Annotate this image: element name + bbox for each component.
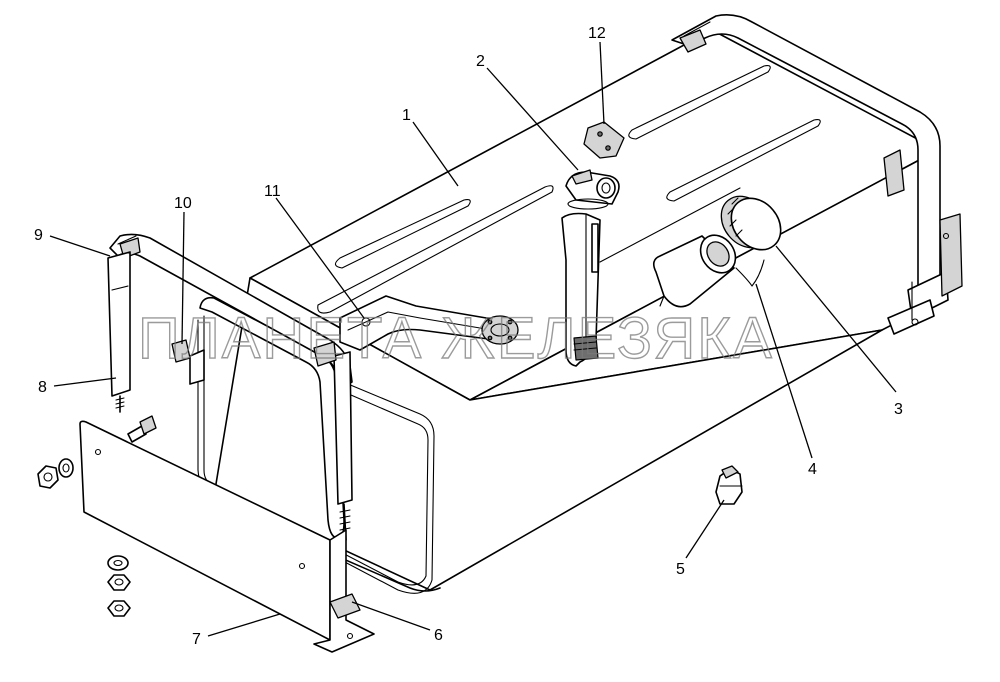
hex-nut	[37, 465, 59, 489]
callout-8: 8	[38, 379, 47, 396]
spacer-block	[171, 339, 205, 385]
drain-plug	[715, 465, 743, 505]
fasteners	[37, 415, 157, 617]
callout-10: 10	[174, 195, 192, 212]
callout-1: 1	[402, 107, 411, 124]
callout-4: 4	[808, 461, 817, 478]
right-clamp-strap	[671, 14, 963, 335]
washer	[58, 458, 74, 478]
washer-stack	[107, 555, 131, 617]
left-clamp-strap	[107, 233, 435, 594]
sender-bracket	[339, 295, 519, 351]
callout-7: 7	[192, 631, 201, 648]
callout-12: 12	[588, 25, 606, 42]
callout-6: 6	[434, 627, 443, 644]
fuel-level-sender	[561, 169, 620, 367]
filler-cap	[720, 195, 782, 251]
callout-11: 11	[264, 183, 281, 200]
callout-2: 2	[476, 53, 485, 70]
callout-3: 3	[894, 401, 903, 418]
callout-9: 9	[34, 227, 43, 244]
callout-5: 5	[676, 561, 685, 578]
support-bracket	[79, 420, 375, 653]
filler-neck	[652, 234, 765, 308]
callout-leaders	[49, 41, 897, 637]
watermark-text: ПЛАНЕТА ЖЕЛЕЗЯКА	[138, 306, 774, 371]
callout-labels: 1 2 3 4 5 6 7 8 9 10 11 12	[34, 25, 903, 648]
